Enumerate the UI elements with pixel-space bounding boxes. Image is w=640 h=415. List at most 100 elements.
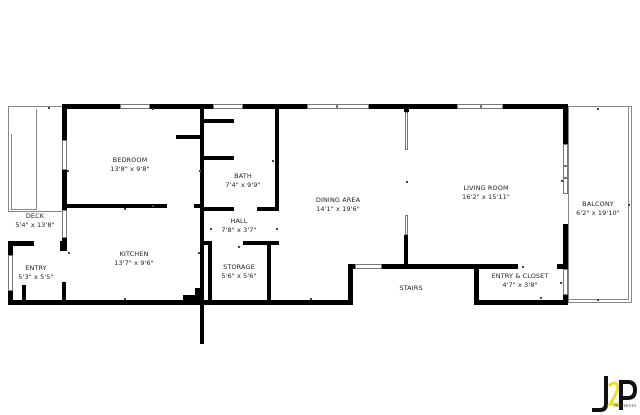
room-name: BEDROOM	[112, 156, 148, 164]
room-dimensions: 16'2" x 15'11"	[462, 193, 510, 201]
marker-dot	[198, 252, 200, 254]
wall-stairs-left	[348, 264, 353, 305]
room-name: DINING AREA	[315, 196, 361, 204]
marker-dot	[210, 228, 212, 230]
room-label-balcony: BALCONY 6'2" x 19'10"	[570, 200, 626, 218]
logo-subtext: PROPERTIES	[613, 404, 637, 408]
door-closet	[563, 269, 568, 295]
room-label-kitchen: KITCHEN 13'7" x 9'6"	[102, 250, 166, 268]
room-dimensions: 6'2" x 19'10"	[576, 209, 620, 217]
room-label-dining: DINING AREA 14'1" x 19'6"	[308, 196, 368, 214]
j2p-logo	[592, 376, 638, 412]
wall-living-right-2	[563, 224, 568, 266]
room-label-living: LIVING ROOM 16'2" x 15'11"	[454, 184, 518, 202]
wall-divider-bottom	[404, 235, 408, 264]
marker-dot	[540, 297, 542, 299]
marker-dot	[238, 246, 240, 248]
room-name: ENTRY & CLOSET	[491, 272, 549, 280]
window-balcony-door-2	[563, 166, 568, 178]
window-balcony-door-3	[563, 178, 568, 194]
stairs-opening	[355, 264, 382, 269]
wall-top-4	[369, 104, 457, 109]
divider-glass-top	[405, 112, 408, 150]
room-label-entry-closet: ENTRY & CLOSET 4'7" x 3'8"	[480, 272, 560, 290]
wall-closet-right-top	[557, 264, 568, 269]
room-dimensions: 5'3" x 5'5"	[18, 273, 54, 281]
wall-living-right-1	[563, 104, 568, 144]
window-living-top-1	[457, 104, 481, 109]
wall-divider-top	[404, 104, 409, 112]
room-label-stairs: STAIRS	[386, 284, 436, 293]
wall-entry-right-low	[62, 282, 66, 304]
room-label-entry: ENTRY 5'3" x 5'5"	[12, 264, 60, 282]
room-name: ENTRY	[25, 264, 47, 272]
marker-dot	[522, 266, 524, 268]
window-dining-top-1	[307, 104, 337, 109]
marker-dot	[310, 298, 312, 300]
marker-dot	[276, 228, 278, 230]
marker-dot	[597, 108, 599, 110]
wall-stairs-right	[474, 264, 479, 305]
window-bath-top	[213, 104, 243, 109]
room-label-bath: BATH 7'4" x 9'9"	[218, 172, 268, 190]
marker-dot	[199, 170, 201, 172]
room-name: DECK	[25, 212, 45, 220]
wall-storage-left	[208, 241, 212, 304]
room-name: BALCONY	[582, 200, 614, 208]
wall-bath-left	[200, 104, 204, 344]
wall-entry-stub	[22, 285, 26, 304]
window-entry-left	[8, 255, 13, 291]
marker-dot	[152, 205, 154, 207]
window-bedroom-left	[62, 140, 67, 170]
wall-stairs-top-stub	[348, 264, 355, 269]
wall-top-5	[503, 104, 568, 109]
wall-hall-bottom-1	[200, 241, 212, 245]
wall-bottom-1	[8, 300, 353, 305]
wall-entry-left-2	[8, 291, 13, 304]
marker-dot	[68, 252, 70, 254]
wall-bath-right	[275, 104, 279, 211]
room-dimensions: 7'8" x 3'7"	[221, 226, 257, 234]
window-dining-top-2	[337, 104, 369, 109]
wall-hall-bottom-2	[243, 241, 279, 245]
wall-bath-bottom-2	[257, 207, 279, 211]
room-dimensions: 13'8" x 9'8"	[110, 165, 150, 173]
marker-dot	[561, 180, 563, 182]
marker-dot	[597, 299, 599, 301]
room-label-storage: STORAGE 5'6" x 5'6"	[213, 263, 265, 281]
wall-bath-bottom-1	[204, 207, 234, 211]
marker-dot	[406, 181, 408, 183]
wall-bath-shelf-2	[204, 156, 234, 160]
wall-entry-top	[8, 241, 34, 246]
window-living-top-2	[481, 104, 503, 109]
marker-dot	[272, 160, 274, 162]
marker-dot	[67, 170, 69, 172]
marker-dot	[48, 107, 50, 109]
room-label-hall: HALL 7'8" x 3'7"	[214, 217, 264, 235]
room-label-bedroom: BEDROOM 13'8" x 9'8"	[100, 156, 160, 174]
marker-dot	[124, 298, 126, 300]
room-name: LIVING ROOM	[463, 184, 509, 192]
wall-entry-top-right	[60, 241, 67, 251]
wall-bedroom-left-1	[62, 104, 67, 140]
wall-bedroom-bottom	[62, 204, 167, 208]
room-dimensions: 7'4" x 9'9"	[225, 181, 261, 189]
room-name: STAIRS	[399, 284, 423, 292]
window-kitchen-left	[62, 210, 67, 238]
wall-bath-shelf-1	[204, 119, 234, 123]
divider-glass-bottom	[405, 215, 408, 235]
window-bedroom-top	[120, 104, 150, 109]
room-dimensions: 5'6" x 5'6"	[221, 272, 257, 280]
marker-dot	[152, 108, 154, 110]
wall-storage-right	[267, 241, 271, 304]
room-dimensions: 13'7" x 9'6"	[114, 259, 154, 267]
room-name: BATH	[234, 172, 252, 180]
room-name: KITCHEN	[119, 250, 149, 258]
wall-top-1	[62, 104, 120, 109]
room-dimensions: 14'1" x 19'6"	[316, 205, 360, 213]
wall-closet-top	[474, 264, 518, 269]
wall-closet-1	[176, 135, 202, 139]
room-name: STORAGE	[223, 263, 255, 271]
room-label-deck: DECK 5'4" x 13'8"	[6, 212, 64, 230]
